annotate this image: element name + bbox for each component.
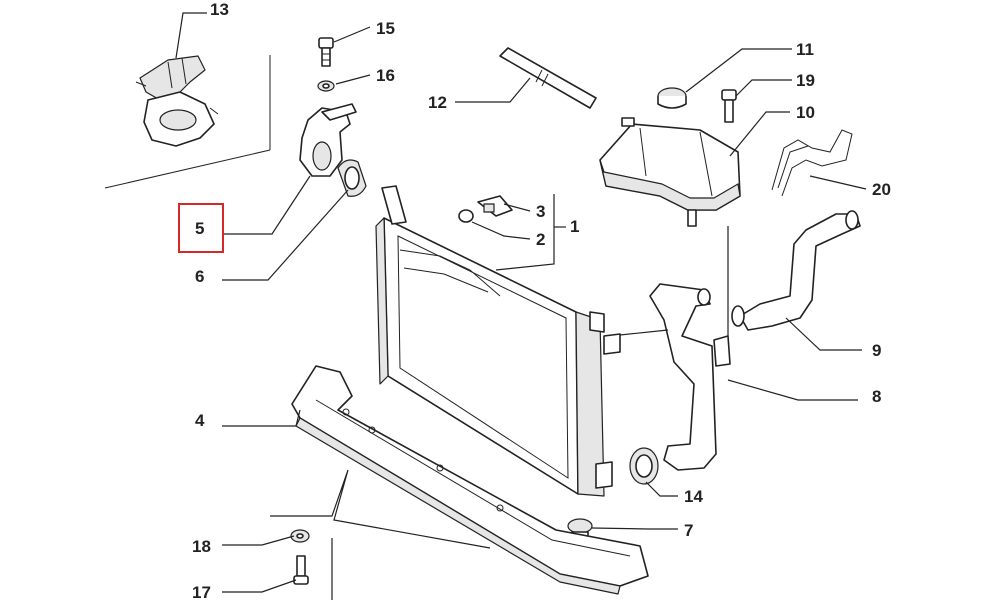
part-20-wire-clip[interactable] — [771, 129, 853, 197]
callout-2[interactable]: 2 — [536, 230, 545, 249]
part-13-clip-bracket[interactable] — [135, 55, 219, 147]
part-6-grommet[interactable] — [337, 159, 367, 197]
callout-17[interactable]: 17 — [192, 583, 211, 600]
callout-7[interactable]: 7 — [684, 521, 693, 540]
callout-14[interactable]: 14 — [684, 487, 703, 506]
callout-8[interactable]: 8 — [872, 387, 881, 406]
callout-18[interactable]: 18 — [192, 537, 211, 556]
part-14-hose-clamp[interactable] — [629, 447, 659, 485]
callout-15[interactable]: 15 — [376, 19, 395, 38]
part-16-washer[interactable] — [317, 80, 335, 92]
part-17-bolt[interactable] — [293, 555, 309, 585]
callout-3[interactable]: 3 — [536, 202, 545, 221]
callout-1[interactable]: 1 — [570, 217, 579, 236]
part-18-nut[interactable] — [290, 529, 310, 543]
part-8-lower-hose[interactable] — [649, 283, 731, 471]
callout-19[interactable]: 19 — [796, 71, 815, 90]
highlight-box-5 — [178, 203, 224, 253]
callout-10[interactable]: 10 — [796, 103, 815, 122]
part-1-radiator[interactable] — [375, 185, 621, 497]
callout-11[interactable]: 11 — [796, 40, 814, 59]
part-3-sensor[interactable] — [477, 195, 513, 217]
part-5-bracket[interactable] — [299, 103, 357, 177]
part-9-upper-hose[interactable] — [731, 210, 861, 331]
callout-9[interactable]: 9 — [872, 341, 881, 360]
inset-frame — [104, 55, 271, 189]
leader-lines — [175, 12, 867, 600]
callout-12[interactable]: 12 — [428, 93, 447, 112]
callout-labels: 13 15 16 5 6 12 11 19 10 20 3 2 1 9 8 4 … — [192, 0, 891, 600]
callout-20[interactable]: 20 — [872, 180, 891, 199]
callout-16[interactable]: 16 — [376, 66, 395, 85]
callout-13[interactable]: 13 — [210, 0, 229, 19]
callout-4[interactable]: 4 — [195, 411, 205, 430]
part-12-pipe[interactable] — [499, 47, 597, 109]
part-4-crossmember[interactable] — [291, 365, 649, 595]
part-19-bolt[interactable] — [721, 89, 737, 123]
part-11-cap[interactable] — [657, 87, 687, 109]
callout-5[interactable]: 5 — [195, 219, 204, 238]
callout-6[interactable]: 6 — [195, 267, 204, 286]
part-15-bolt[interactable] — [318, 37, 334, 67]
part-10-expansion-tank[interactable] — [599, 117, 741, 227]
part-2-seal[interactable] — [458, 209, 474, 223]
